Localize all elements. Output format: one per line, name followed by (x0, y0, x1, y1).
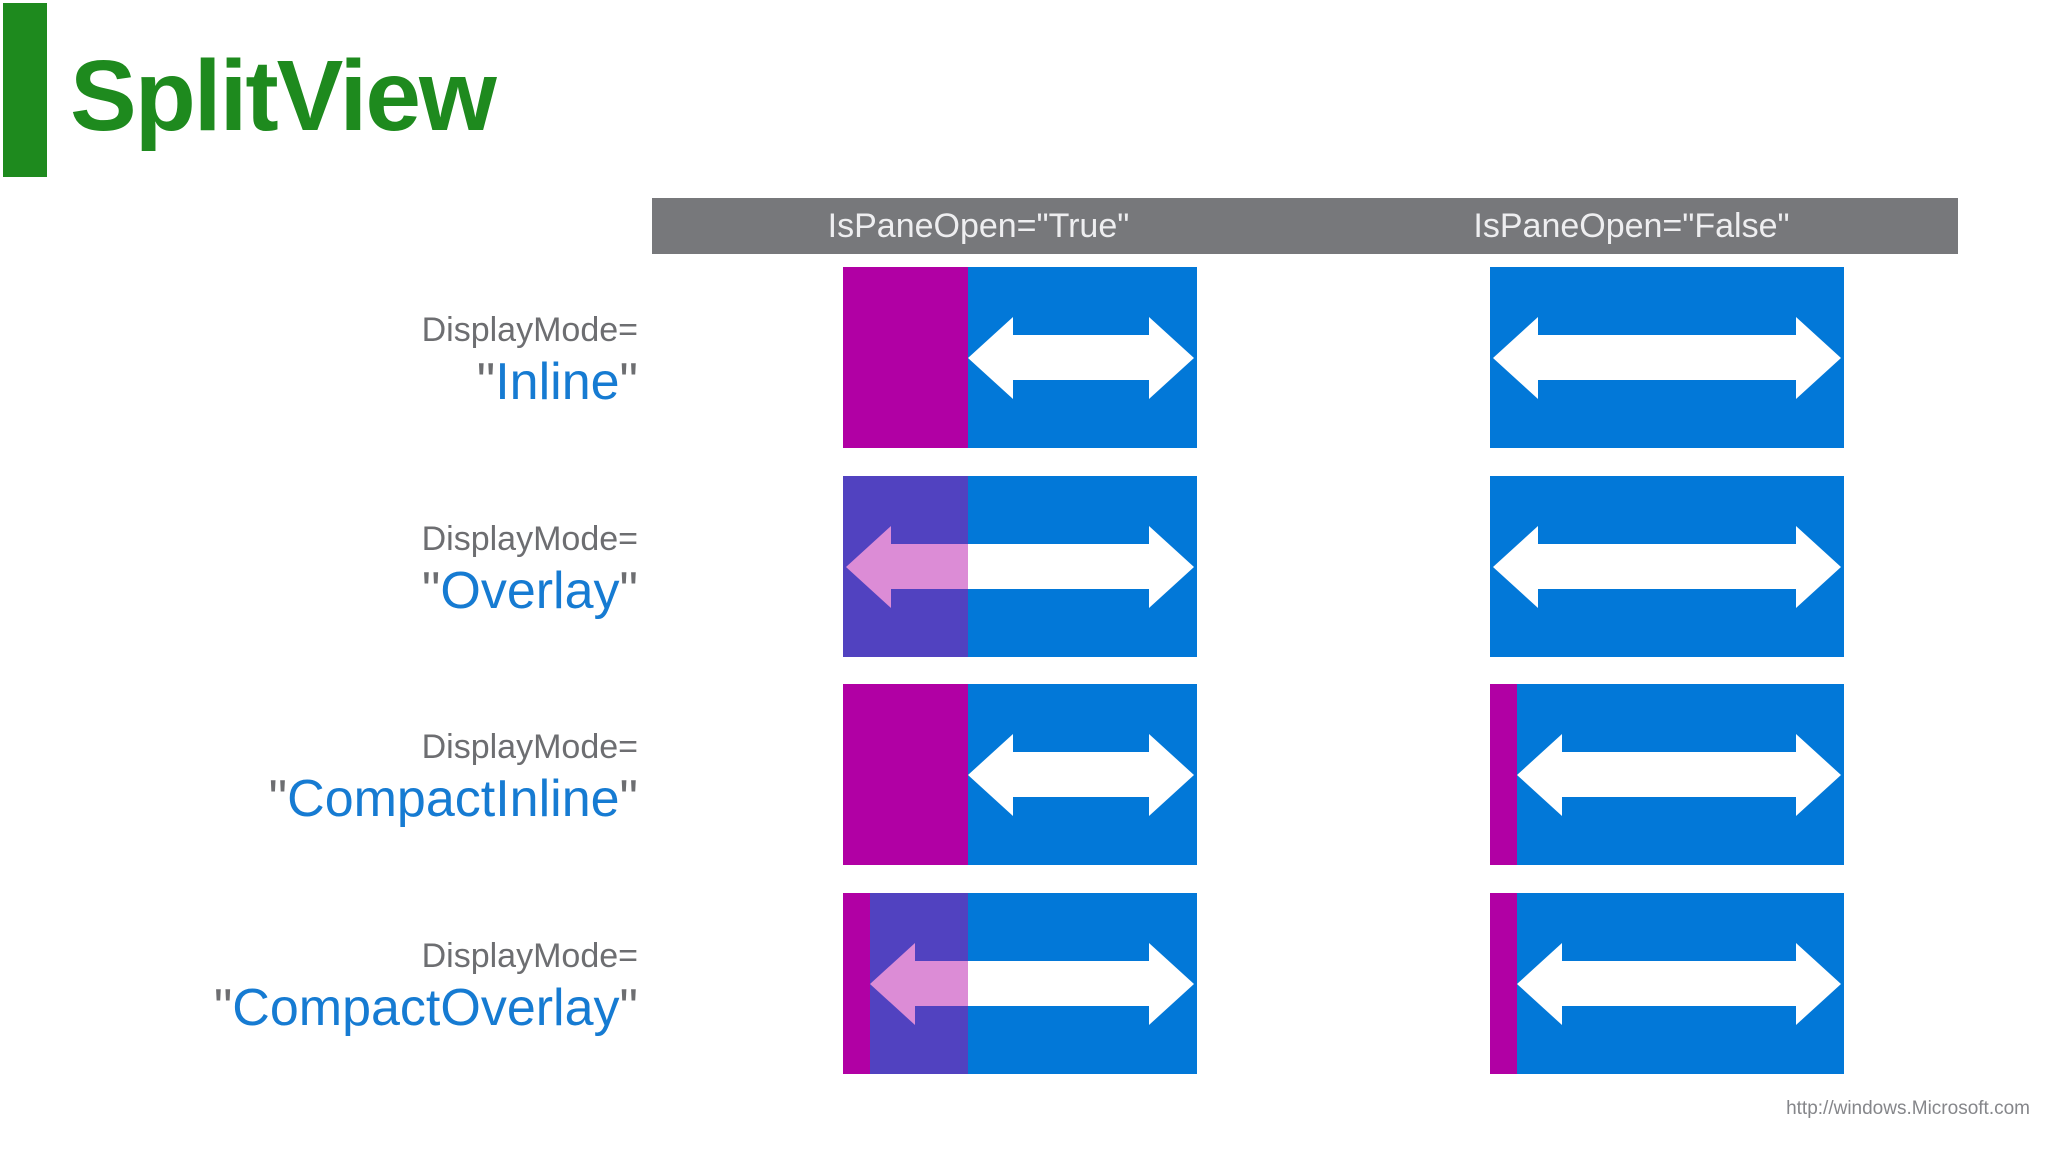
compact-pane-strip (1490, 684, 1517, 865)
horizontal-resize-arrow-icon (846, 525, 1194, 608)
diagram-overlay-paneopen-true (843, 476, 1197, 657)
column-header-bar: IsPaneOpen="True" IsPaneOpen="False" (652, 198, 1958, 254)
diagram-inline-paneopen-false (1490, 267, 1844, 448)
horizontal-resize-arrow-icon (1493, 316, 1841, 399)
open-quote: " (268, 770, 288, 828)
arrow-head-left-icon (870, 942, 915, 1025)
diagram-compactinline-paneopen-true (843, 684, 1197, 865)
arrow-head-right-icon (1149, 525, 1194, 608)
diagram-compactoverlay-paneopen-true (843, 893, 1197, 1074)
arrow-shaft (915, 961, 1149, 1006)
arrow-head-right-icon (1796, 733, 1841, 816)
displaymode-value: "CompactOverlay" (0, 977, 638, 1039)
row-label-inline: DisplayMode= "Inline" (0, 309, 638, 413)
diagram-inline-paneopen-true (843, 267, 1197, 448)
horizontal-resize-arrow-icon (968, 316, 1194, 399)
horizontal-resize-arrow-icon (1517, 942, 1841, 1025)
arrow-head-left-icon (1493, 316, 1538, 399)
compact-pane-strip (843, 893, 870, 1074)
horizontal-resize-arrow-icon (968, 733, 1194, 816)
accent-bar (3, 3, 47, 177)
close-quote: " (619, 562, 638, 620)
displaymode-property: DisplayMode= (421, 937, 638, 975)
diagram-overlay-paneopen-false (1490, 476, 1844, 657)
arrow-shaft (1562, 961, 1796, 1006)
value-text: CompactInline (287, 770, 620, 828)
arrow-head-left-icon (846, 525, 891, 608)
diagram-compactinline-paneopen-false (1490, 684, 1844, 865)
compact-pane-strip (1490, 893, 1517, 1074)
row-label-compactoverlay: DisplayMode= "CompactOverlay" (0, 935, 638, 1039)
arrow-head-right-icon (1796, 316, 1841, 399)
horizontal-resize-arrow-icon (1493, 525, 1841, 608)
diagram-compactoverlay-paneopen-false (1490, 893, 1844, 1074)
column-header-ispaneopen-false: IsPaneOpen="False" (1473, 207, 1790, 245)
displaymode-property: DisplayMode= (421, 520, 638, 558)
horizontal-resize-arrow-icon (1517, 733, 1841, 816)
overlay-pane (843, 476, 968, 657)
open-quote: " (213, 979, 233, 1037)
horizontal-resize-arrow-icon (870, 942, 1194, 1025)
open-quote: " (421, 562, 441, 620)
close-quote: " (619, 979, 638, 1037)
arrow-head-left-icon (968, 316, 1013, 399)
column-header-ispaneopen-true: IsPaneOpen="True" (827, 207, 1130, 245)
arrow-shaft (1013, 335, 1149, 380)
open-pane (843, 684, 968, 865)
arrow-head-left-icon (1517, 733, 1562, 816)
overlay-pane (870, 893, 968, 1074)
footer-url: http://windows.Microsoft.com (1786, 1098, 2030, 1119)
page-title: SplitView (70, 40, 497, 152)
row-label-compactinline: DisplayMode= "CompactInline" (0, 726, 638, 830)
arrow-shaft (1538, 544, 1796, 589)
arrow-head-right-icon (1149, 733, 1194, 816)
arrow-head-right-icon (1149, 942, 1194, 1025)
open-quote: " (476, 353, 496, 411)
displaymode-value: "Overlay" (0, 560, 638, 622)
displaymode-value: "Inline" (0, 351, 638, 413)
arrow-head-left-icon (968, 733, 1013, 816)
open-pane (843, 267, 968, 448)
displaymode-property: DisplayMode= (421, 311, 638, 349)
arrow-head-right-icon (1796, 942, 1841, 1025)
value-text: Overlay (440, 562, 620, 620)
arrow-head-right-icon (1149, 316, 1194, 399)
close-quote: " (619, 353, 638, 411)
value-text: Inline (495, 353, 620, 411)
close-quote: " (619, 770, 638, 828)
arrow-head-right-icon (1796, 525, 1841, 608)
displaymode-property: DisplayMode= (421, 728, 638, 766)
arrow-head-left-icon (1517, 942, 1562, 1025)
arrow-shaft (1562, 752, 1796, 797)
displaymode-value: "CompactInline" (0, 768, 638, 830)
arrow-head-left-icon (1493, 525, 1538, 608)
arrow-shaft (891, 544, 1149, 589)
arrow-shaft (1013, 752, 1149, 797)
row-label-overlay: DisplayMode= "Overlay" (0, 518, 638, 622)
arrow-shaft (1538, 335, 1796, 380)
value-text: CompactOverlay (232, 979, 620, 1037)
